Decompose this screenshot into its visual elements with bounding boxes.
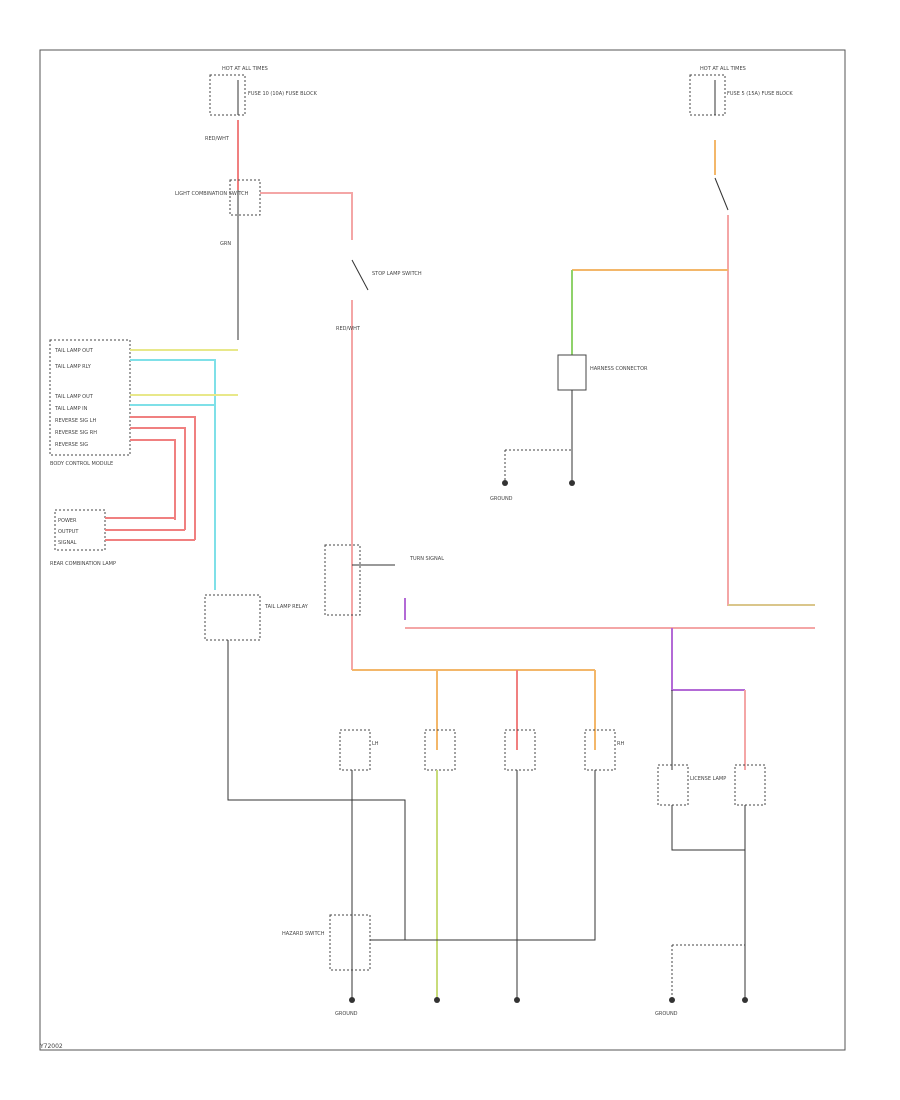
svg-text:POWER: POWER — [58, 518, 77, 524]
ground-right-label: GROUND — [490, 496, 513, 502]
wire-license-ground — [671, 805, 746, 1000]
wire-red-bundle-1 — [130, 416, 196, 540]
svg-text:REVERSE SIG LH: REVERSE SIG LH — [55, 418, 97, 424]
center-fuse-box: TURN SIGNAL — [324, 544, 444, 616]
wire-red-bundle-2 — [130, 427, 186, 530]
wire-label-red-wht-2: RED/WHT — [336, 326, 361, 332]
stop-lamp-switch-label: STOP LAMP SWITCH — [372, 271, 422, 277]
turn-signal-label: TURN SIGNAL — [409, 556, 444, 562]
lamp-1: LH — [339, 729, 379, 771]
fuse-left-label: FUSE 10 (10A) FUSE BLOCK — [248, 91, 318, 97]
fuse-right-label: FUSE 5 (15A) FUSE BLOCK — [727, 91, 793, 97]
wire-right-dashed — [504, 449, 572, 480]
wire-dashed-ground — [671, 944, 745, 1000]
lamp-3 — [504, 729, 536, 771]
svg-text:TAIL LAMP OUT: TAIL LAMP OUT — [54, 394, 94, 400]
page-frame — [39, 49, 846, 1051]
ground-1-label: GROUND — [335, 1011, 358, 1017]
fuse-left-hot-label: HOT AT ALL TIMES — [222, 66, 268, 72]
svg-text:TAIL LAMP IN: TAIL LAMP IN — [54, 406, 88, 412]
ground-right-b-icon — [569, 480, 575, 486]
ground-right-a-icon — [502, 480, 508, 486]
fuse-block-left: HOT AT ALL TIMES FUSE 10 (10A) FUSE BLOC… — [209, 66, 318, 116]
ground-4-label: GROUND — [655, 1011, 678, 1017]
license-lamp-label: LICENSE LAMP — [690, 776, 726, 782]
svg-text:TAIL LAMP RLY: TAIL LAMP RLY — [54, 364, 92, 370]
tail-lamp-relay: TAIL LAMP RELAY — [204, 594, 309, 641]
wire-lamp-4-return — [370, 770, 596, 941]
wire-violet-right — [671, 628, 745, 691]
svg-text:REVERSE SIG RH: REVERSE SIG RH — [55, 430, 97, 436]
svg-text:SIGNAL: SIGNAL — [58, 540, 77, 546]
lamp-2 — [424, 729, 456, 771]
wire-label-tail: GRN — [220, 241, 231, 247]
lamp-4: RH — [584, 729, 624, 771]
ground-3-icon — [514, 997, 520, 1003]
fuse-block-right: HOT AT ALL TIMES FUSE 5 (15A) FUSE BLOCK — [689, 66, 793, 116]
license-lamp-lh: LICENSE LAMP — [657, 764, 726, 806]
ground-1-icon — [349, 997, 355, 1003]
hazard-switch-label: HAZARD SWITCH — [282, 931, 325, 937]
harness-connector-label: HARNESS CONNECTOR — [590, 366, 648, 372]
page-code: Y72002 — [40, 1043, 63, 1050]
body-control-label: BODY CONTROL MODULE — [50, 461, 113, 467]
svg-text:TAIL LAMP OUT: TAIL LAMP OUT — [54, 348, 94, 354]
fuse-right-hot-label: HOT AT ALL TIMES — [700, 66, 746, 72]
stop-lamp-switch: STOP LAMP SWITCH — [351, 259, 422, 291]
hazard-switch: HAZARD SWITCH — [282, 914, 371, 971]
ground-4-icon — [669, 997, 675, 1003]
wire-red-right-vertical — [727, 215, 815, 606]
wire-cyan-1 — [130, 359, 216, 590]
body-control-connector: TAIL LAMP OUT TAIL LAMP RLY TAIL LAMP OU… — [49, 339, 131, 467]
svg-text:OUTPUT: OUTPUT — [58, 529, 79, 535]
svg-text:REVERSE SIG: REVERSE SIG — [55, 442, 88, 448]
tail-lamp-relay-label: TAIL LAMP RELAY — [264, 604, 309, 610]
wire-gray-relay-ground — [227, 640, 406, 940]
ground-5-icon — [742, 997, 748, 1003]
wire-red-bundle-3 — [130, 439, 176, 520]
wire-label-red-wht-1: RED/WHT — [205, 136, 230, 142]
light-combination-switch-upper: LIGHT COMBINATION SWITCH — [175, 179, 261, 216]
wire-red-horizontal-top — [260, 192, 353, 240]
license-lamp-rh — [734, 764, 766, 806]
switch-right-contact — [714, 177, 729, 211]
harness-connector: HARNESS CONNECTOR — [557, 354, 648, 391]
lamp-1-label: LH — [372, 741, 379, 747]
combination-switch-label: LIGHT COMBINATION SWITCH — [175, 191, 249, 197]
lamp-4-label: RH — [617, 741, 624, 747]
rear-combination-label: REAR COMBINATION LAMP — [50, 561, 116, 567]
ground-2-icon — [434, 997, 440, 1003]
